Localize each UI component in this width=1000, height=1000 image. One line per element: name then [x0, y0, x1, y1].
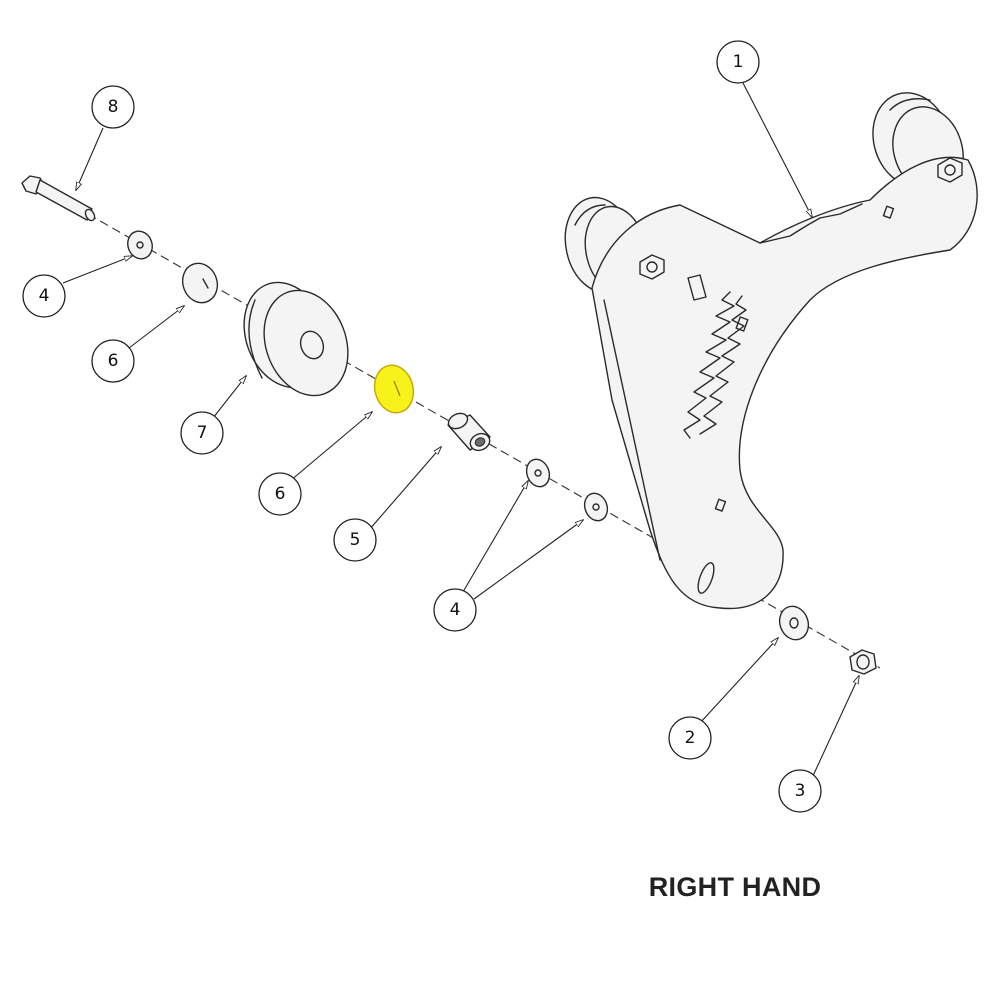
pulley-part [243, 281, 349, 397]
svg-text:6: 6 [108, 351, 119, 371]
svg-text:3: 3 [795, 781, 806, 801]
callout-4-left: 4 [22, 274, 66, 318]
svg-text:8: 8 [108, 97, 119, 117]
callout-4-middle: 4 [433, 588, 477, 632]
bolt-part [21, 175, 96, 222]
bushing-part [447, 412, 491, 452]
svg-text:4: 4 [39, 286, 50, 306]
svg-text:7: 7 [197, 423, 208, 443]
callout-2: 2 [668, 716, 712, 760]
svg-text:5: 5 [350, 530, 361, 550]
diagram-caption: RIGHT HAND [648, 872, 822, 902]
svg-text:2: 2 [685, 728, 696, 748]
callout-3: 3 [778, 769, 822, 813]
washer-pair-part [525, 458, 609, 522]
callout-7: 7 [180, 411, 224, 455]
svg-text:6: 6 [275, 484, 286, 504]
bracket-plate-part [564, 92, 978, 610]
callout-6-highlighted: 6 [258, 472, 302, 516]
nut-part [849, 649, 877, 675]
spacer-highlighted-part[interactable] [369, 361, 418, 417]
svg-text:4: 4 [450, 600, 461, 620]
flat-washer-part [778, 605, 810, 641]
leader-lines [62, 82, 859, 779]
callout-5: 5 [333, 518, 377, 562]
washer-part [127, 230, 153, 260]
callout-1: 1 [716, 40, 760, 84]
svg-text:1: 1 [733, 52, 744, 72]
spacer-part [181, 262, 219, 304]
callout-6-left: 6 [91, 339, 135, 383]
callout-8: 8 [91, 85, 135, 129]
